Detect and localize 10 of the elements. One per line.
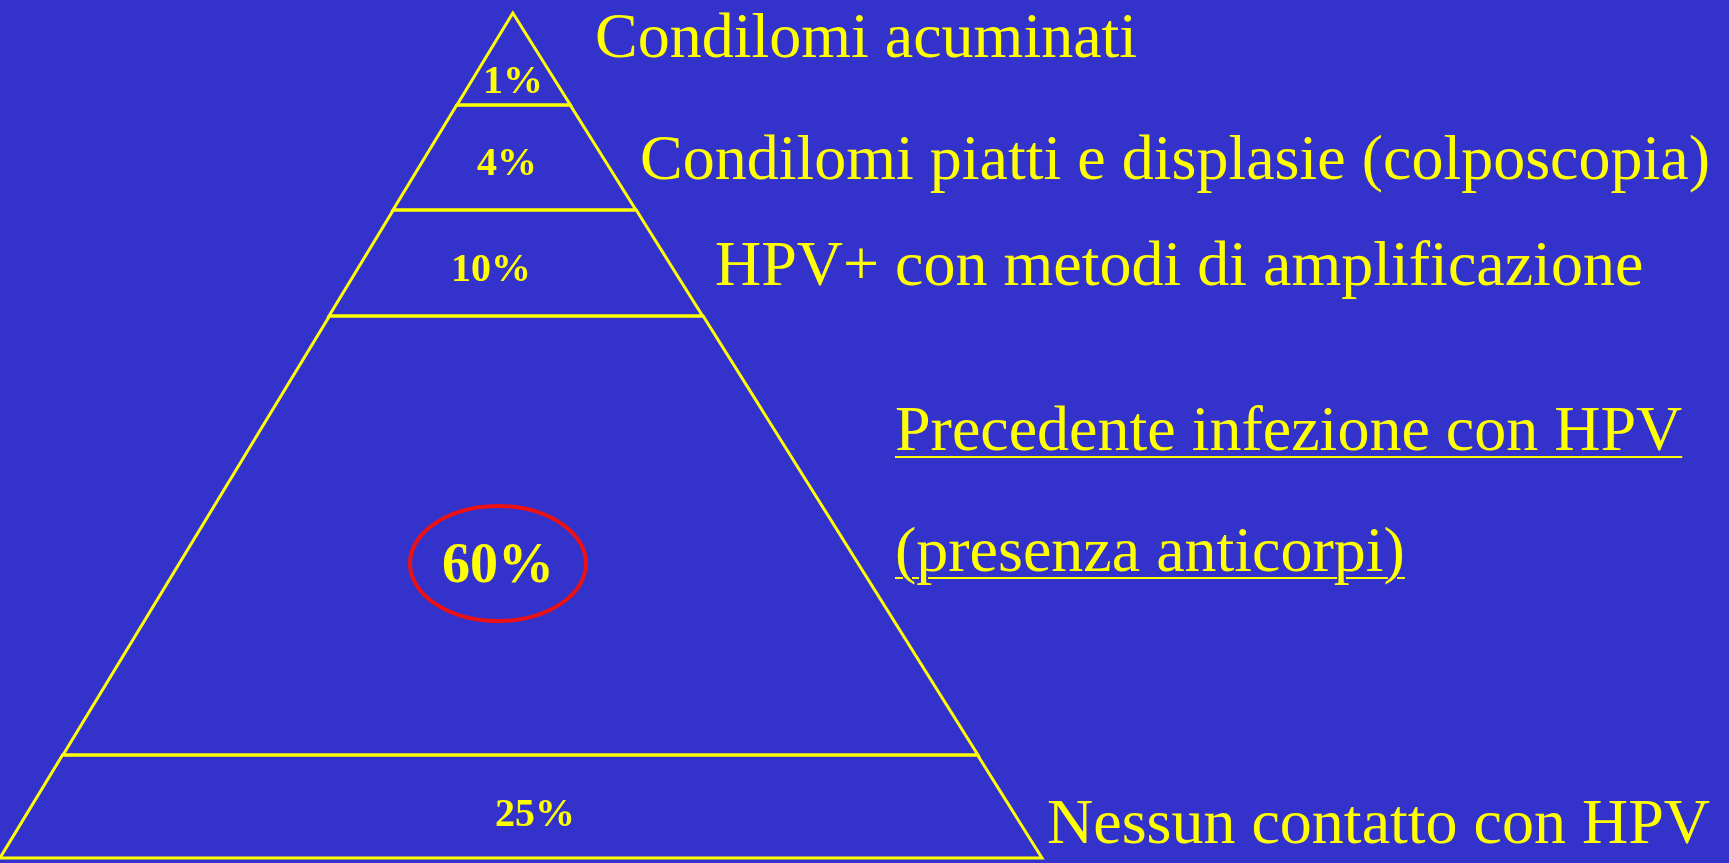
percentage-label: 1% bbox=[483, 60, 543, 100]
level-description: Condilomi piatti e displasie (colposcopia) bbox=[640, 123, 1710, 194]
percentage-label: 10% bbox=[451, 248, 531, 288]
level-description: Nessun contatto con HPV bbox=[1047, 787, 1711, 858]
percentage-label: 25% bbox=[495, 793, 575, 833]
level-description: HPV+ con metodi di amplificazione bbox=[715, 229, 1644, 300]
level-description: Precedente infezione con HPV (presenza anticorpi) bbox=[895, 392, 1684, 587]
level-description: Condilomi acuminati bbox=[595, 1, 1138, 72]
percentage-label: 4% bbox=[477, 142, 537, 182]
percentage-label: 60% bbox=[442, 535, 554, 591]
